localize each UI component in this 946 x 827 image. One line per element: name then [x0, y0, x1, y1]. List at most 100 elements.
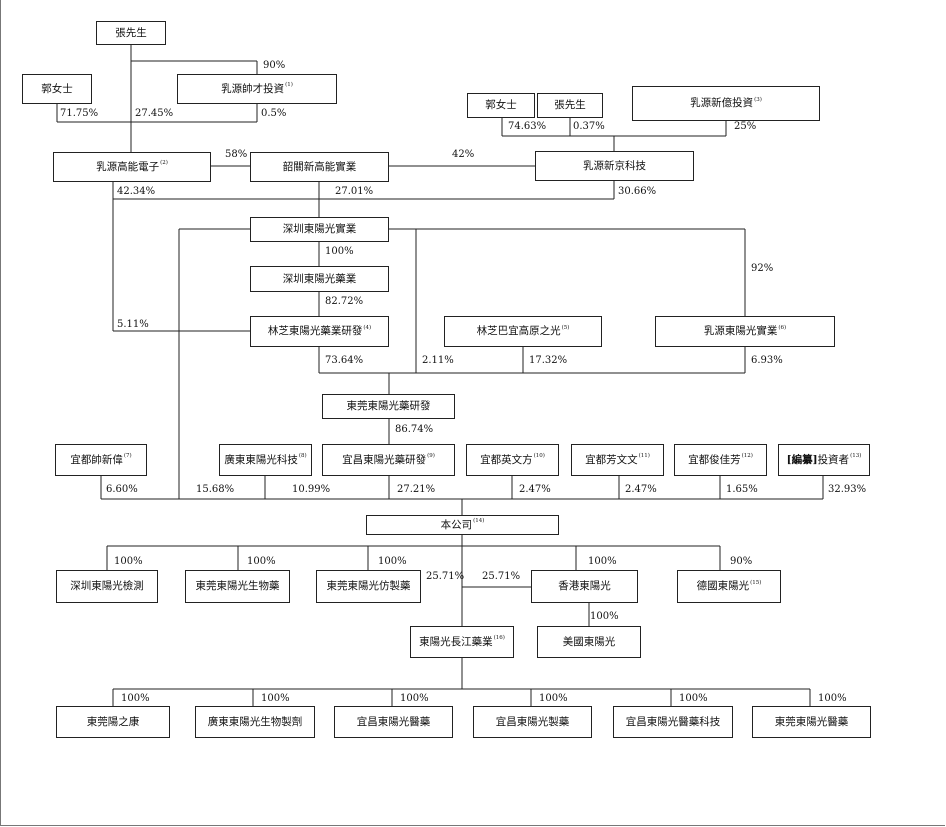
pct-label: 15.68%	[196, 484, 235, 495]
entity-label: 宜昌東陽光醫藥	[356, 715, 431, 728]
entity-ruyuan-gaoneng: 乳源高能電子(2)	[53, 152, 211, 182]
entity-label: 韶關新高能實業	[282, 160, 357, 173]
pct-label: 17.32%	[529, 355, 568, 366]
pct-label: 90%	[730, 556, 753, 567]
footnote-mark: (14)	[473, 518, 485, 525]
entity-label: 深圳東陽光藥業	[282, 272, 357, 285]
pct-label: 0.37%	[573, 121, 605, 132]
entity-label: 林芝巴宜高原之光	[476, 325, 561, 338]
entity-company: 本公司(14)	[366, 515, 559, 535]
entity-label: 宜都英文方	[480, 453, 533, 466]
entity-dongguan-yiyao: 東莞東陽光醫藥	[752, 706, 871, 738]
entity-guo-nushi-right: 郭女士	[467, 93, 535, 118]
entity-label: 乳源新京科技	[583, 159, 646, 172]
entity-label: 投資者	[817, 453, 850, 466]
pct-label: 100%	[588, 556, 617, 567]
entity-label: 乳源帥才投資	[221, 82, 285, 95]
pct-label: 42.34%	[117, 186, 156, 197]
entity-ruyuan-xinjing: 乳源新京科技	[535, 151, 694, 181]
entity-shenzhen-jiance: 深圳東陽光檢測	[56, 570, 158, 603]
footnote-mark: (6)	[778, 324, 787, 331]
pct-label: 0.5%	[261, 108, 287, 119]
entity-label: 張先生	[554, 99, 586, 112]
entity-guangdong-shengwuzhiji: 廣東東陽光生物製劑	[195, 706, 315, 738]
entity-zhang-xiansheng-top: 張先生	[96, 21, 166, 45]
entity-label: 宜昌東陽光藥研發	[342, 453, 427, 466]
entity-yidu-yingwenfang: 宜都英文方(10)	[466, 444, 559, 476]
entity-shenzhen-shiye: 深圳東陽光實業	[250, 217, 389, 242]
entity-label: 本公司	[440, 518, 473, 531]
entity-ruyuan-xinyu: 乳源新億投資(3)	[632, 86, 820, 121]
entity-label: 東莞東陽光醫藥	[774, 715, 849, 728]
entity-label: 郭女士	[41, 82, 73, 95]
entity-yidu-shuaixinwei: 宜都帥新偉(7)	[55, 444, 147, 476]
pct-label: 27.01%	[335, 186, 374, 197]
pct-label: 2.11%	[422, 355, 454, 366]
pct-label: 100%	[400, 693, 429, 704]
entity-label: 美國東陽光	[562, 635, 616, 648]
entity-label: 宜昌東陽光製藥	[495, 715, 570, 728]
entity-label: 宜都俊佳芳	[688, 453, 741, 466]
pct-label: 100%	[247, 556, 276, 567]
entity-ruyuan-shuaicai: 乳源帥才投資(1)	[177, 74, 337, 104]
entity-label: 東莞東陽光生物藥	[195, 580, 280, 593]
entity-label: 林芝東陽光藥業研發	[267, 325, 363, 338]
entity-yichang-yanfa: 宜昌東陽光藥研發(9)	[322, 444, 455, 476]
entity-investors: [編纂]投資者(13)	[778, 444, 870, 476]
pct-label: 27.45%	[135, 108, 174, 119]
entity-label: 德國東陽光	[696, 580, 750, 593]
pct-label: 58%	[225, 149, 248, 160]
footnote-mark: (16)	[493, 635, 505, 642]
pct-label: 100%	[114, 556, 143, 567]
entity-yichang-yiyao: 宜昌東陽光醫藥	[334, 706, 453, 738]
entity-dongguan-fangzhiyao: 東莞東陽光仿製藥	[316, 570, 421, 603]
entity-dongguan-shengwuyao: 東莞東陽光生物藥	[185, 570, 290, 603]
entity-label: 廣東東陽光生物製劑	[207, 715, 303, 728]
entity-label: 乳源東陽光實業	[703, 325, 778, 338]
pct-label: 92%	[751, 263, 774, 274]
entity-label: 宜昌東陽光醫藥科技	[625, 715, 721, 728]
pct-label: 100%	[818, 693, 847, 704]
pct-label: 25.71%	[482, 571, 521, 582]
entity-guo-nushi-left: 郭女士	[22, 74, 92, 104]
pct-label: 100%	[325, 246, 354, 257]
pct-label: 2.47%	[519, 484, 551, 495]
footnote-mark: (9)	[427, 453, 435, 460]
footnote-mark: (4)	[363, 324, 372, 331]
pct-label: 73.64%	[325, 355, 364, 366]
entity-label: 深圳東陽光檢測	[70, 580, 144, 593]
pct-label: 100%	[121, 693, 150, 704]
entity-label: 宜都芳文文	[585, 453, 638, 466]
entity-label: 東莞東陽光藥研發	[346, 400, 431, 413]
pct-label: 32.93%	[828, 484, 867, 495]
entity-label: 東莞東陽光仿製藥	[326, 580, 411, 593]
entity-hongkong: 香港東陽光	[531, 570, 638, 603]
entity-dongguan-zhikang: 東莞陽之康	[56, 706, 170, 738]
footnote-mark: (2)	[160, 160, 168, 167]
pct-label: 5.11%	[117, 319, 149, 330]
entity-label: 東莞陽之康	[86, 715, 140, 728]
pct-label: 27.21%	[397, 484, 436, 495]
entity-yichang-yiyao-keji: 宜昌東陽光醫藥科技	[613, 706, 733, 738]
entity-yidu-fangwenwen: 宜都芳文文(11)	[571, 444, 664, 476]
footnote-mark: (8)	[298, 453, 307, 460]
pct-label: 30.66%	[618, 186, 657, 197]
entity-germany: 德國東陽光(15)	[677, 570, 781, 603]
pct-label: 71.75%	[60, 108, 99, 119]
entity-changjiang: 東陽光長江藥業(16)	[410, 626, 514, 658]
entity-label: 宜都帥新偉	[70, 453, 123, 466]
pct-label: 100%	[679, 693, 708, 704]
pct-label: 74.63%	[508, 121, 547, 132]
footnote-mark: (10)	[533, 453, 545, 460]
entity-label: 香港東陽光	[558, 580, 611, 593]
pct-label: 82.72%	[325, 296, 364, 307]
pct-label: 100%	[378, 556, 407, 567]
entity-label: 乳源新億投資	[690, 97, 754, 110]
pct-label: 86.74%	[395, 424, 434, 435]
footnote-mark: (7)	[123, 453, 132, 460]
pct-label: 2.47%	[625, 484, 657, 495]
pct-label: 1.65%	[726, 484, 758, 495]
pct-label: 100%	[261, 693, 290, 704]
entity-label: 廣東東陽光科技	[224, 453, 298, 466]
